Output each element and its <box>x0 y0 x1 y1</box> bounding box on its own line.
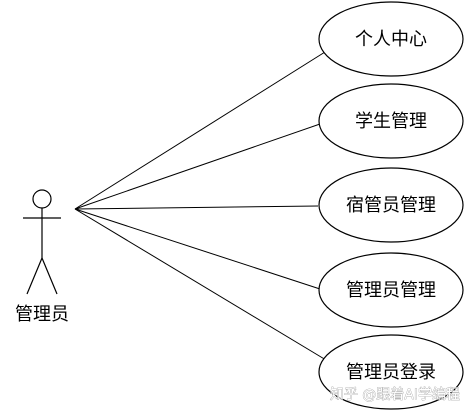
use-case-label: 管理员管理 <box>346 280 436 301</box>
use-case-label: 学生管理 <box>355 111 427 132</box>
use-case-ellipse <box>318 83 464 159</box>
actor-head <box>32 189 52 209</box>
association-line <box>74 123 321 210</box>
use-case-label: 个人中心 <box>355 29 427 50</box>
use-case-label: 宿管员管理 <box>346 195 436 216</box>
actor-right-leg <box>41 257 58 295</box>
use-case-ellipse <box>318 1 464 77</box>
use-case-1: 个人中心 <box>318 1 464 77</box>
actor-left-leg <box>26 257 43 295</box>
associations <box>74 51 327 361</box>
association-line <box>74 205 319 210</box>
use-case-label: 管理员登录 <box>346 362 436 383</box>
use-case-ellipse <box>318 334 464 410</box>
use-case-5: 管理员登录 <box>318 334 464 410</box>
watermark: 知乎 @跟着AI学编程 <box>330 386 460 403</box>
association-line <box>74 51 326 210</box>
use-case-2: 学生管理 <box>318 83 464 159</box>
association-line <box>74 208 327 361</box>
use-case-4: 管理员管理 <box>318 252 464 328</box>
association-line <box>74 208 321 290</box>
use-case-ellipse <box>318 167 464 243</box>
use-case-3: 宿管员管理 <box>318 167 464 243</box>
actor: 管理员 <box>15 189 69 325</box>
use-case-ellipse <box>318 252 464 328</box>
actor-label: 管理员 <box>15 304 69 325</box>
